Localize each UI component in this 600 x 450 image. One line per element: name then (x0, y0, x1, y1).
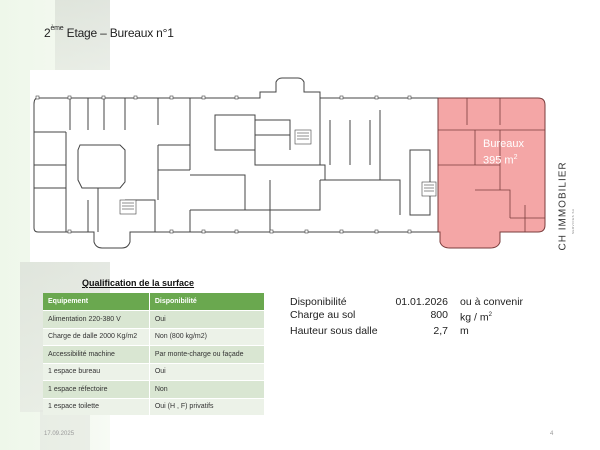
table-row: Accessibilité machine Par monte-charge o… (43, 345, 266, 363)
equipement-cell: Alimentation 220-380 V (43, 310, 150, 328)
logo-text: CH IMMOBILIER (557, 161, 569, 251)
spec-unit: ou à convenir (460, 296, 523, 309)
zone-area-sup: 2 (513, 154, 518, 161)
spec-label: Hauteur sous dalle (290, 324, 378, 337)
page-title: 2ème Etage – Bureaux n°1 (44, 25, 174, 40)
floor-plan: CH IMMOBILIER SERVICES SA (30, 70, 590, 262)
equipement-cell: 1 espace bureau (43, 362, 150, 381)
column-header-disponibilite: Disponibilité (149, 293, 266, 311)
company-logo: CH IMMOBILIER SERVICES SA (553, 161, 576, 255)
disponibilite-cell: Non (800 kg/m2) (149, 327, 266, 346)
table-row: Charge de dalle 2000 Kg/m2 Non (800 kg/m… (43, 327, 266, 346)
disponibilite-cell: Oui (149, 362, 266, 381)
title-superscript: ème (50, 25, 64, 32)
spec-label: Disponibilité (290, 296, 347, 308)
background-building-image (55, 0, 110, 70)
highlight-zone-label: Bureaux 395 m2 (483, 137, 524, 168)
equipement-cell: Accessibilité machine (43, 345, 150, 363)
equipement-cell: 1 espace toilette (43, 397, 150, 415)
table-header-row: Equipement Disponibilité (43, 293, 266, 311)
disponibilite-cell: Par monte-charge ou façade (149, 345, 266, 363)
spec-row-disponibilite: Disponibilité 01.01.2026 ou à convenir (290, 296, 523, 309)
column-header-equipement: Equipement (43, 293, 150, 311)
table-row: Alimentation 220-380 V Oui (43, 310, 266, 328)
spec-value: 2,7 (433, 324, 448, 337)
spec-value: 01.01.2026 (395, 296, 448, 308)
specs-block: Disponibilité 01.01.2026 ou à convenir C… (290, 296, 523, 338)
spec-unit-sup: 2 (488, 312, 492, 318)
logo-subtitle: SERVICES SA (571, 208, 575, 234)
equipement-cell: 1 espace réfectoire (43, 380, 150, 398)
spec-row-hauteur: Hauteur sous dalle 2,7 m (290, 325, 523, 338)
zone-name: Bureaux (483, 138, 524, 150)
spec-unit-text: kg / m (460, 311, 489, 324)
qualification-table: Equipement Disponibilité Alimentation 22… (43, 293, 266, 415)
equipement-cell: Charge de dalle 2000 Kg/m2 (43, 327, 150, 346)
background-building-image (40, 410, 90, 450)
title-text: Etage – Bureaux n°1 (63, 26, 174, 40)
spec-label: Charge au sol (290, 309, 356, 321)
disponibilite-cell: Oui (H , F) privatifs (149, 397, 266, 415)
disponibilite-cell: Oui (149, 310, 266, 328)
table-row: 1 espace bureau Oui (43, 362, 266, 381)
disponibilite-cell: Non (149, 380, 266, 398)
floor-plan-drawing (33, 77, 546, 249)
zone-area: 395 m2 (483, 151, 524, 168)
spec-unit-text: ou à convenir (460, 296, 524, 308)
spec-value: 800 (430, 309, 448, 321)
page-number: 4 (550, 431, 554, 437)
spec-unit-text: m (460, 324, 469, 337)
spec-unit: m (460, 325, 469, 338)
qualification-title: Qualification de la surface (82, 278, 195, 288)
spec-row-charge: Charge au sol 800 kg / m2 (290, 309, 523, 325)
table-row: 1 espace toilette Oui (H , F) privatifs (43, 397, 266, 415)
zone-area-value: 395 m (483, 154, 514, 167)
footer-date: 17.09.2025 (44, 431, 75, 437)
table-row: 1 espace réfectoire Non (43, 380, 266, 398)
spec-unit: kg / m2 (460, 309, 492, 325)
title-floor-number: 2 (44, 26, 51, 40)
